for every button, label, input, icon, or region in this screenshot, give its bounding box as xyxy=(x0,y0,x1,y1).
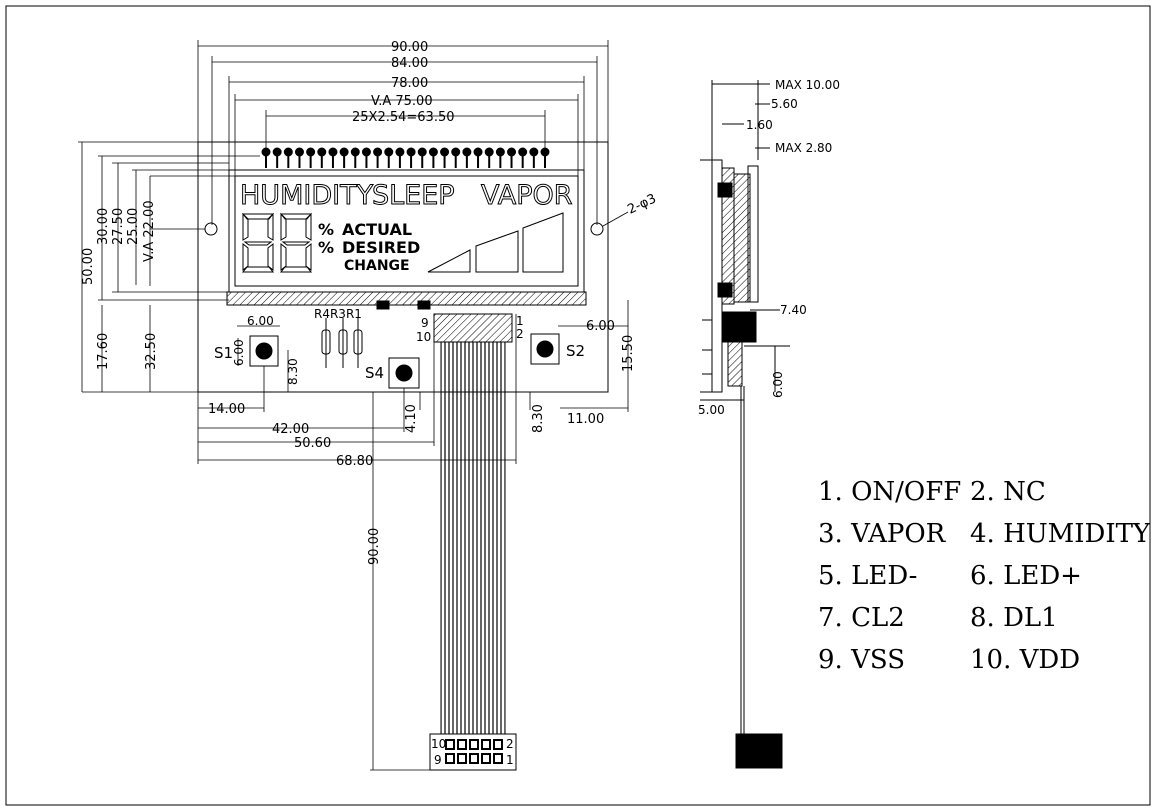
left-dimensions xyxy=(78,141,260,393)
dim-68-8: 68.80 xyxy=(336,454,373,469)
label-con-10: 10 xyxy=(431,737,446,751)
label-con-1: 1 xyxy=(506,753,514,767)
dim-va75: V.A 75.00 xyxy=(371,94,433,109)
pin-2: 2. NC xyxy=(970,477,1046,507)
cable-connector xyxy=(429,733,517,771)
dim-15-5: 15.50 xyxy=(621,335,636,372)
seven-segment-digits xyxy=(241,212,313,273)
side-dim-6: 6.00 xyxy=(771,371,785,398)
lcd-percent-2: % xyxy=(318,238,334,257)
bar-segment-1 xyxy=(427,249,471,273)
dim-h25: 25.00 xyxy=(126,208,141,245)
dim-11: 11.00 xyxy=(567,412,604,427)
label-fpc-10: 10 xyxy=(416,330,431,344)
label-fpc-1: 1 xyxy=(516,314,524,328)
lcd-change-text: CHANGE xyxy=(344,258,410,274)
view-area xyxy=(234,175,579,287)
dim-sw-width: 6.00 xyxy=(247,314,274,328)
dim-h30: 30.00 xyxy=(96,208,111,245)
pin-1: 1. ON/OFF xyxy=(818,477,961,507)
lcd-seal-strip xyxy=(226,291,587,306)
fpc-cable xyxy=(440,341,506,735)
pin-7: 7. CL2 xyxy=(818,603,905,633)
side-dim-1-60: 1.60 xyxy=(746,118,773,132)
dim-sw-height: 6.00 xyxy=(232,339,246,366)
lcd-desired-text: DESIRED xyxy=(342,238,420,257)
side-dim-7-40: 7.40 xyxy=(780,303,807,317)
pin-6: 6. LED+ xyxy=(970,561,1082,591)
bar-segment-2 xyxy=(475,230,519,273)
dim-4-10: 4.10 xyxy=(404,404,419,433)
fpc-connector xyxy=(433,313,513,343)
side-dim-5-60: 5.60 xyxy=(771,97,798,111)
lcd-actual-text: ACTUAL xyxy=(342,220,412,239)
dim-78: 78.00 xyxy=(391,76,428,91)
label-s1: S1 xyxy=(214,344,233,362)
pin-8: 8. DL1 xyxy=(970,603,1058,633)
lcd-humidity-text: HUMIDITY xyxy=(240,180,374,211)
label-fpc-2: 2 xyxy=(516,327,524,341)
dim-14: 14.00 xyxy=(208,402,245,417)
dim-90: 90.00 xyxy=(391,40,428,55)
pin-4: 4. HUMIDITY xyxy=(970,519,1151,549)
pin-5: 5. LED- xyxy=(818,561,917,591)
pcb-outline xyxy=(197,141,609,393)
label-con-9: 9 xyxy=(434,753,442,767)
label-s2: S2 xyxy=(566,342,585,360)
side-dim-max10: MAX 10.00 xyxy=(775,78,840,92)
dim-pitch: 25X2.54=63.50 xyxy=(352,110,455,125)
top-dimensions xyxy=(197,40,609,225)
dim-84: 84.00 xyxy=(391,56,428,71)
dim-90-vertical: 90.00 xyxy=(367,528,382,565)
dim-h32-5: 32.50 xyxy=(144,333,159,370)
dim-h17-6: 17.60 xyxy=(96,333,111,370)
side-view xyxy=(700,80,790,769)
lcd-pin-row xyxy=(261,147,550,168)
mount-hole-left xyxy=(204,222,218,236)
drawing-frame xyxy=(5,5,1151,806)
lcd-sleep-text: SLEEP xyxy=(372,180,455,211)
pin-3: 3. VAPOR xyxy=(818,519,947,549)
dim-h50: 50.00 xyxy=(81,248,96,285)
lcd-percent-1: % xyxy=(318,220,334,239)
dim-6-right: 6.00 xyxy=(586,319,615,334)
label-fpc-9: 9 xyxy=(421,316,429,330)
bar-segment-3 xyxy=(522,212,564,273)
hole-note: 2-φ3 xyxy=(625,191,658,217)
side-dim-max2-8: MAX 2.80 xyxy=(775,141,832,155)
resistors xyxy=(321,318,363,368)
label-s4: S4 xyxy=(365,364,384,382)
pin-list: 1. ON/OFF 2. NC 3. VAPOR 4. HUMIDITY 5. … xyxy=(818,477,1151,675)
label-con-2: 2 xyxy=(506,737,514,751)
bottom-dimensions xyxy=(197,300,629,771)
dim-sw-8-30: 8.30 xyxy=(286,358,300,385)
lcd-vapor-text: VAPOR xyxy=(481,180,573,211)
dim-h27-5: 27.50 xyxy=(111,208,126,245)
front-view xyxy=(78,40,629,771)
side-dim-5: 5.00 xyxy=(698,403,725,417)
pin-10: 10. VDD xyxy=(970,645,1080,675)
dim-42: 42.00 xyxy=(272,422,309,437)
dim-8-30b: 8.30 xyxy=(531,404,546,433)
label-resistors: R4R3R1 xyxy=(314,307,362,321)
dim-50-6: 50.60 xyxy=(294,436,331,451)
dim-va22: V.A 22.00 xyxy=(142,200,157,262)
switch-s2 xyxy=(530,333,560,365)
pin-9: 9. VSS xyxy=(818,645,905,675)
